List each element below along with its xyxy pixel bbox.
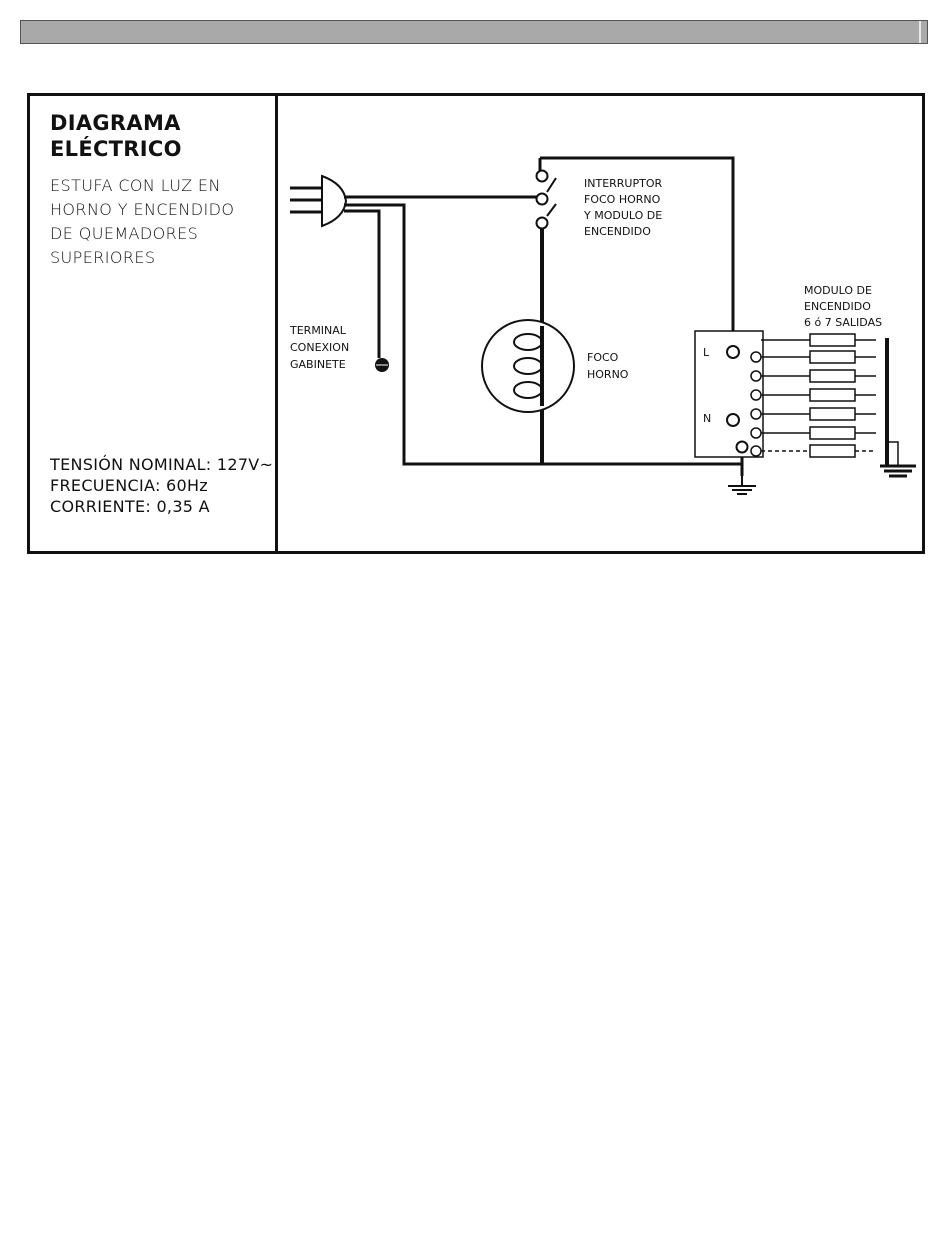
switch-icon	[537, 171, 557, 229]
oven-lamp-icon	[482, 320, 574, 412]
diagram-subtitle: ESTUFA CON LUZ EN HORNO Y ENCENDIDO DE Q…	[50, 174, 234, 270]
module-label: MODULO DE ENCENDIDO 6 ó 7 SALIDAS	[804, 284, 882, 329]
label-line: ENCENDIDO	[584, 225, 651, 238]
rating-frequency: FRECUENCIA: 60Hz	[50, 475, 273, 496]
terminal-label: TERMINAL CONEXION GABINETE	[289, 324, 353, 371]
label-line: FOCO	[587, 351, 619, 364]
label-line: FOCO HORNO	[584, 193, 661, 206]
label-line: MODULO DE	[804, 284, 872, 297]
label-line: CONEXION	[290, 341, 349, 354]
label-line: 6 ó 7 SALIDAS	[804, 316, 882, 329]
label-line: HORNO	[587, 368, 629, 381]
wires	[344, 158, 742, 476]
header-bar	[20, 20, 928, 44]
terminal-l-label: L	[703, 346, 710, 359]
label-line: TERMINAL	[289, 324, 347, 337]
electrical-ratings: TENSIÓN NOMINAL: 127V~ FRECUENCIA: 60Hz …	[50, 454, 273, 517]
rating-current: CORRIENTE: 0,35 A	[50, 496, 273, 517]
plug-icon	[290, 176, 346, 226]
ignition-module-icon	[695, 331, 898, 466]
subtitle-line: HORNO Y ENCENDIDO	[50, 198, 234, 222]
subtitle-line: DE QUEMADORES	[50, 222, 234, 246]
header-bar-edge	[919, 21, 921, 43]
info-column: DIAGRAMA ELÉCTRICO ESTUFA CON LUZ EN HOR…	[30, 96, 278, 551]
label-line: GABINETE	[290, 358, 346, 371]
cabinet-terminal-icon	[375, 358, 389, 372]
label-line: ENCENDIDO	[804, 300, 871, 313]
subtitle-line: SUPERIORES	[50, 246, 234, 270]
rating-voltage: TENSIÓN NOMINAL: 127V~	[50, 454, 273, 475]
label-line: Y MODULO DE	[583, 209, 662, 222]
title-line: ELÉCTRICO	[50, 136, 182, 162]
switch-label: INTERRUPTOR FOCO HORNO Y MODULO DE ENCEN…	[583, 177, 666, 238]
title-line: DIAGRAMA	[50, 110, 182, 136]
diagram-panel: DIAGRAMA ELÉCTRICO ESTUFA CON LUZ EN HOR…	[27, 93, 925, 554]
diagram-title: DIAGRAMA ELÉCTRICO	[50, 110, 182, 162]
ground-icon	[728, 466, 916, 494]
subtitle-line: ESTUFA CON LUZ EN	[50, 174, 234, 198]
wiring-diagram: INTERRUPTOR FOCO HORNO Y MODULO DE ENCEN…	[278, 96, 922, 551]
label-line: INTERRUPTOR	[584, 177, 662, 190]
lamp-label: FOCO HORNO	[587, 351, 629, 381]
terminal-n-label: N	[703, 412, 711, 425]
